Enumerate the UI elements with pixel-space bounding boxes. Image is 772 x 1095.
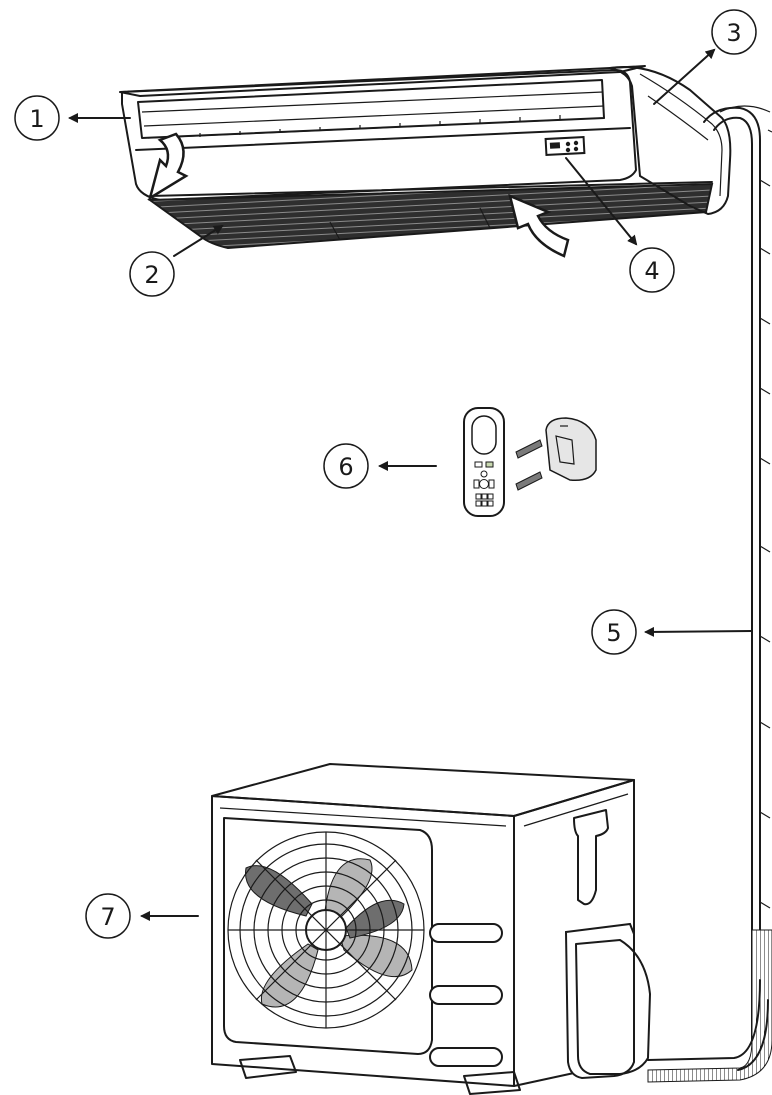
remote-controller-and-holder: [463, 407, 597, 517]
callout-7-label: 7: [100, 903, 115, 931]
callout-4: 4: [565, 157, 675, 293]
display-panel: [544, 135, 586, 157]
screws: [515, 439, 543, 491]
valve-cover: [564, 922, 635, 1080]
remote-holder: [545, 417, 597, 482]
airflow-out-arrow: [148, 132, 189, 201]
front-vents: [429, 923, 503, 1067]
callout-2: 2: [129, 224, 224, 297]
foot: [239, 1055, 297, 1079]
callout-5: 5: [591, 609, 753, 655]
callout-7: 7: [85, 893, 199, 939]
side-cover: [609, 65, 732, 215]
callout-3-label: 3: [726, 19, 741, 47]
callout-2-label: 2: [144, 261, 159, 289]
callout-1-label: 1: [29, 105, 44, 133]
callout-3: 3: [653, 9, 757, 105]
callout-5-label: 5: [606, 619, 621, 647]
connecting-pipe-and-cable: [647, 105, 772, 1083]
callout-6: 6: [323, 443, 437, 489]
callout-6-label: 6: [338, 453, 353, 481]
indoor-unit: [119, 65, 732, 258]
air-inlet-grille: [147, 182, 714, 250]
callout-4-label: 4: [644, 257, 659, 285]
airflow-in-arrow: [508, 193, 570, 258]
fan-guard: [227, 831, 425, 1029]
foot: [463, 1071, 521, 1095]
callout-1: 1: [14, 95, 131, 141]
side-handle: [573, 809, 609, 906]
outdoor-unit: [211, 763, 651, 1095]
